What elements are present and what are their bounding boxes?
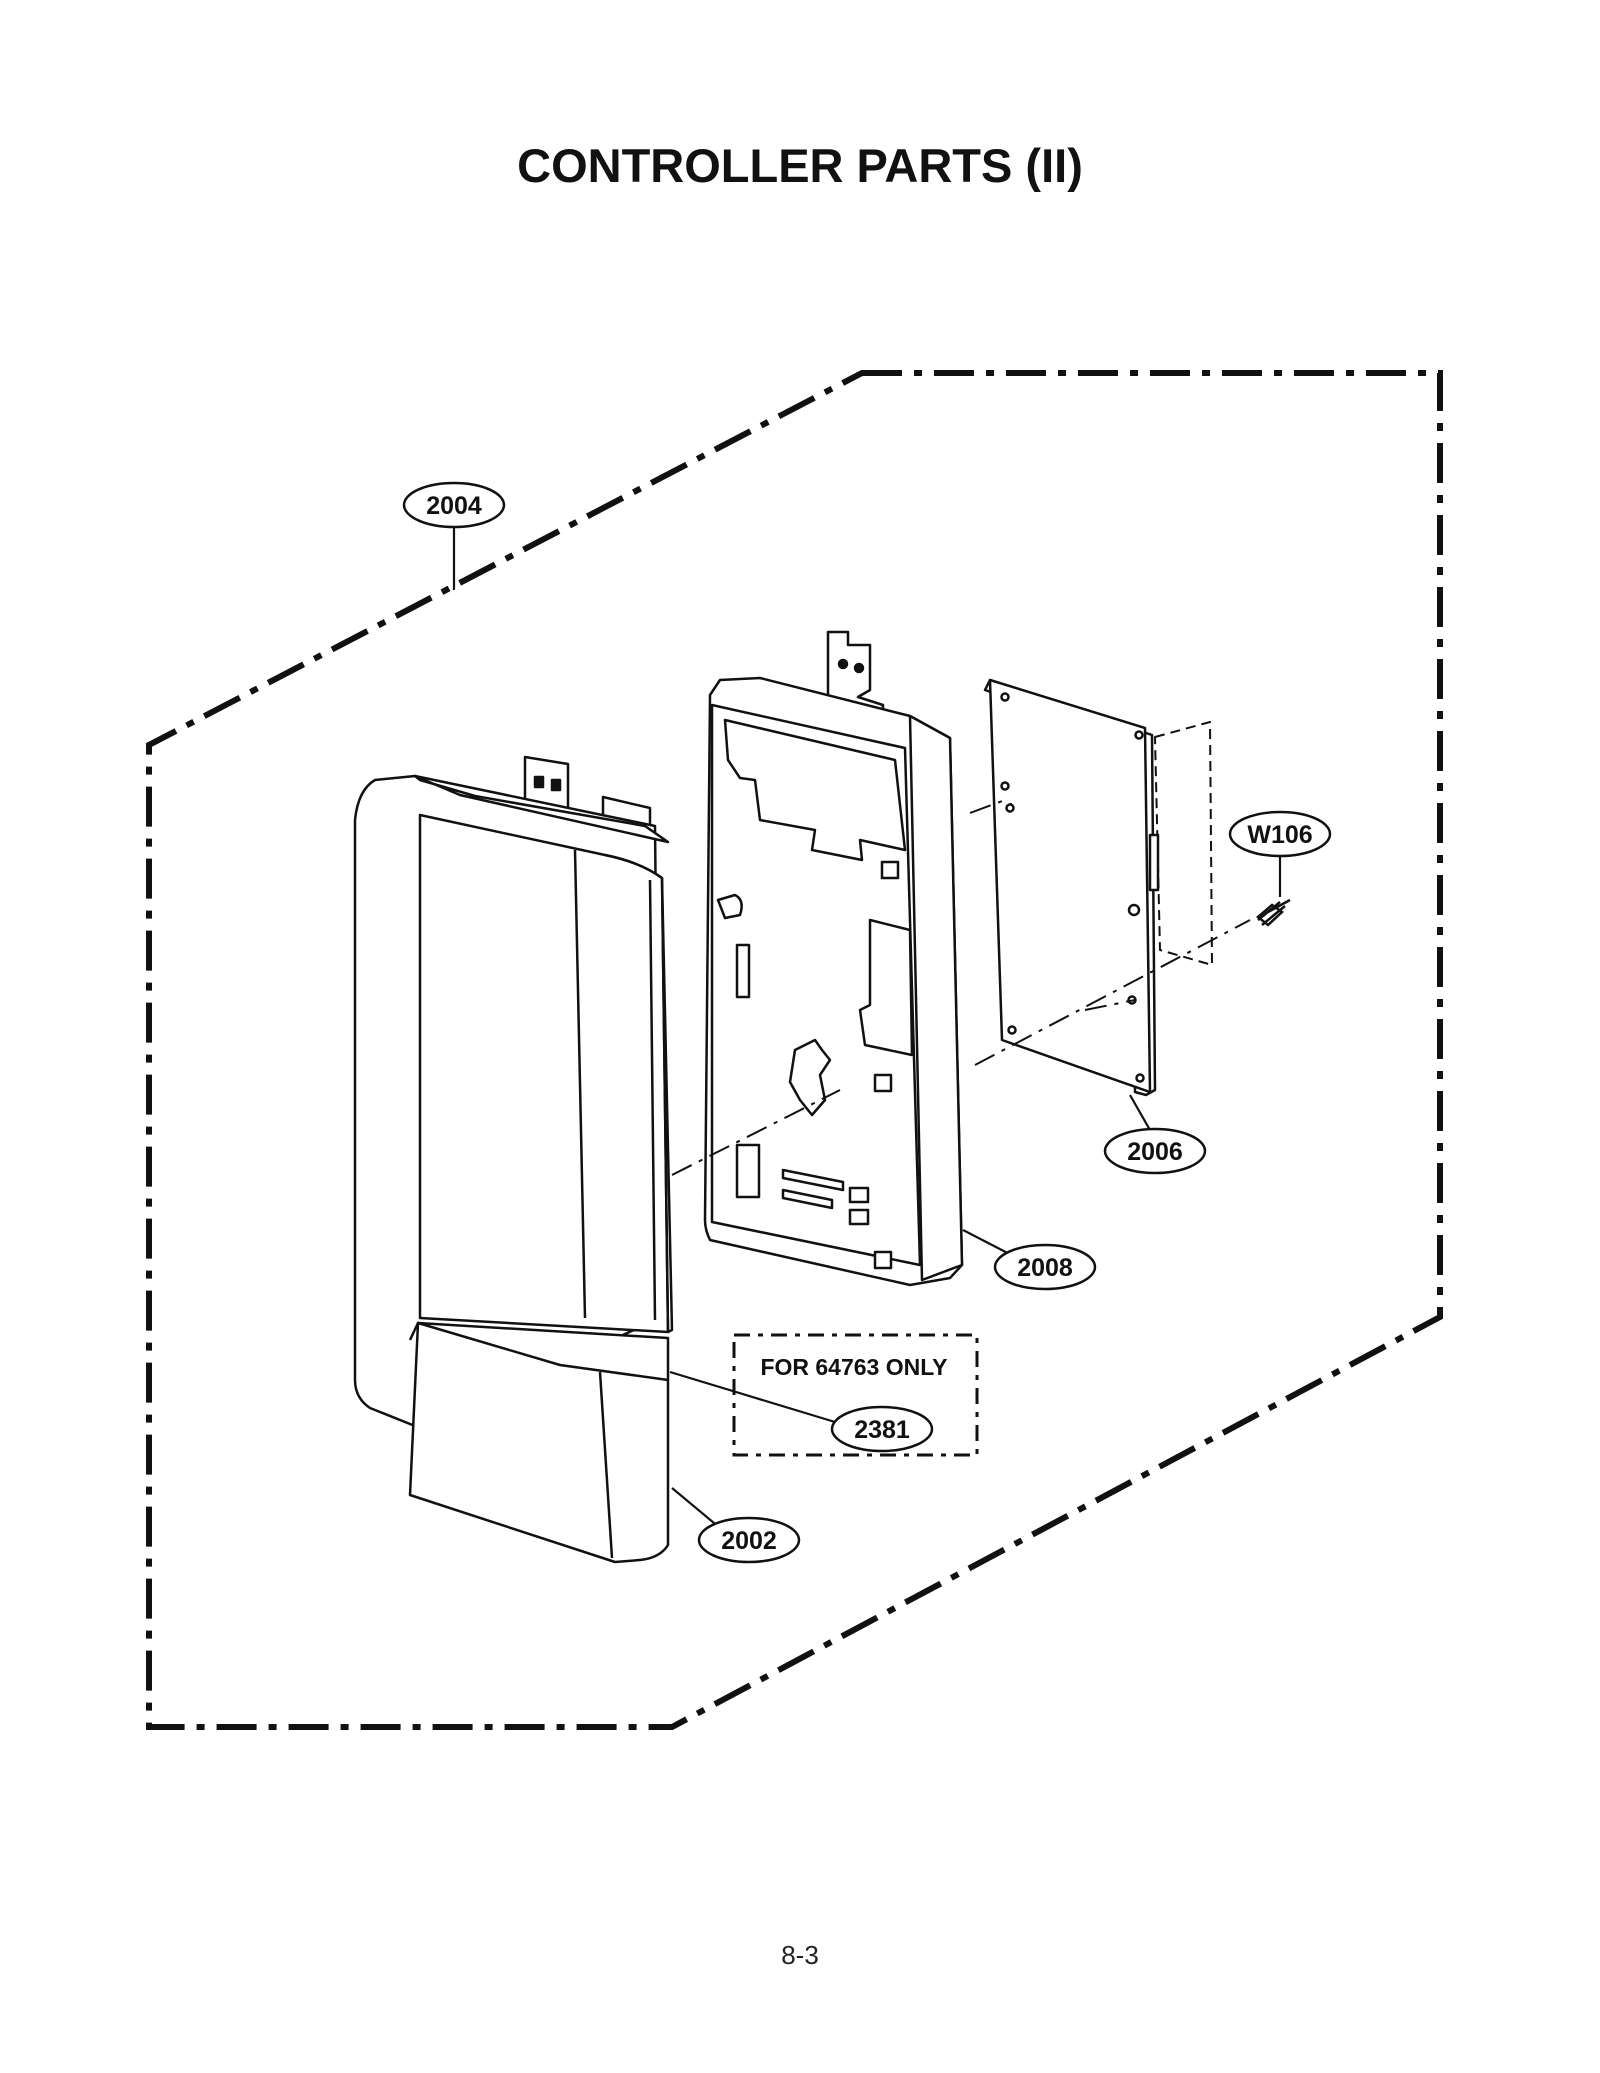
part-2006-board (983, 678, 1213, 1097)
note-box (732, 1333, 979, 1457)
callout-w106: W106 (1228, 810, 1332, 858)
svg-text:W106: W106 (1247, 821, 1312, 849)
part-w106-screw (1256, 898, 1291, 927)
svg-text:2006: 2006 (1127, 1138, 1183, 1166)
svg-text:2002: 2002 (721, 1527, 777, 1555)
assembly-boundary (146, 370, 1443, 1730)
callout-2004: 2004 (402, 481, 506, 529)
svg-text:2004: 2004 (426, 492, 482, 520)
page-title: CONTROLLER PARTS (II) (517, 139, 1083, 192)
page-number: 8-3 (781, 1940, 819, 1970)
leader-lines (452, 528, 1282, 1529)
part-2002-front-cover (353, 755, 674, 1564)
svg-text:2381: 2381 (854, 1416, 910, 1444)
part-2008-case (703, 630, 964, 1287)
callout-2008: 2008 (993, 1243, 1097, 1291)
svg-text:2008: 2008 (1017, 1254, 1073, 1282)
callout-2006: 2006 (1103, 1127, 1207, 1175)
callout-2002: 2002 (697, 1516, 801, 1564)
callout-2381: 2381 (830, 1405, 934, 1453)
note-text: FOR 64763 ONLY (760, 1354, 947, 1380)
assembly-lines (671, 799, 1251, 1176)
